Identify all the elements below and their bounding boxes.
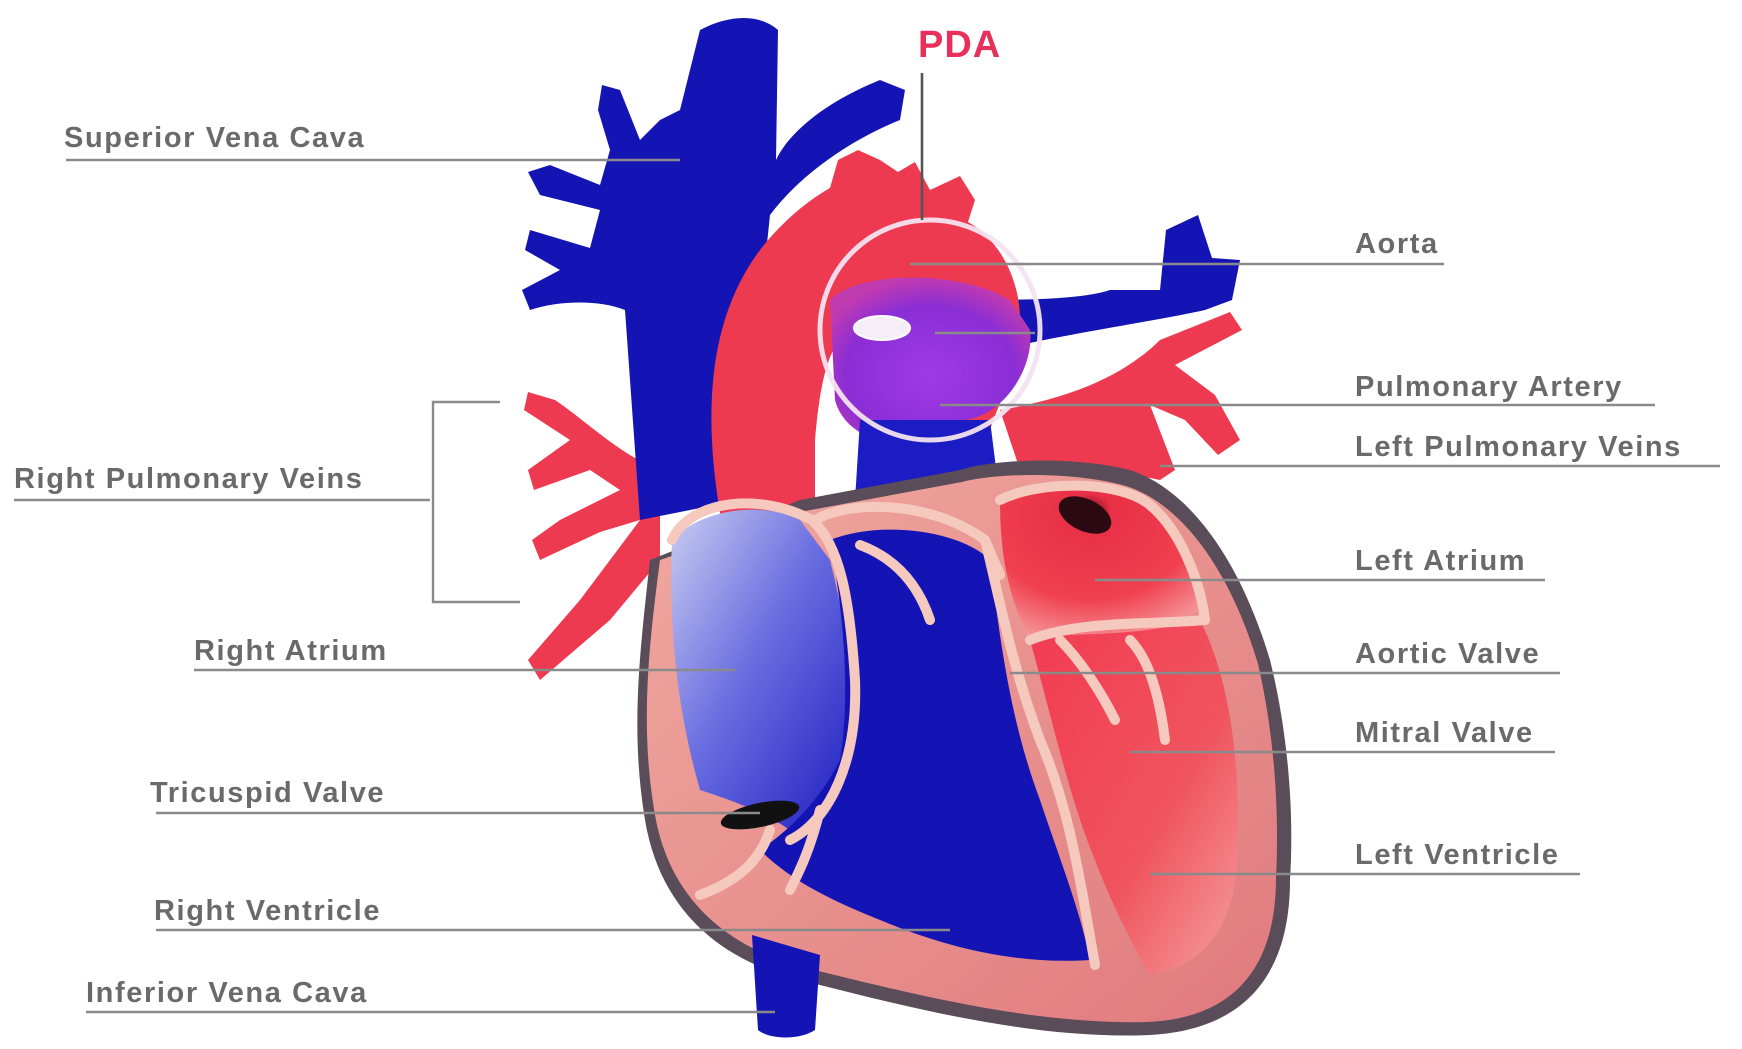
label-left-pulmonary-veins: Left Pulmonary Veins <box>1355 431 1682 463</box>
pda-callout: PDA <box>918 24 1001 66</box>
label-right-ventricle: Right Ventricle <box>154 895 381 927</box>
label-right-pulmonary-veins: Right Pulmonary Veins <box>14 463 363 495</box>
label-inferior-vena-cava: Inferior Vena Cava <box>86 977 368 1009</box>
label-pulmonary-artery: Pulmonary Artery <box>1355 371 1623 403</box>
label-left-atrium: Left Atrium <box>1355 545 1526 577</box>
label-aorta: Aorta <box>1355 228 1439 260</box>
label-mitral-valve: Mitral Valve <box>1355 717 1534 749</box>
pda-opening <box>854 316 910 340</box>
label-right-atrium: Right Atrium <box>194 635 388 667</box>
label-superior-vena-cava: Superior Vena Cava <box>64 122 365 154</box>
label-aortic-valve: Aortic Valve <box>1355 638 1540 670</box>
label-left-ventricle: Left Ventricle <box>1355 839 1560 871</box>
label-tricuspid-valve: Tricuspid Valve <box>150 777 385 809</box>
